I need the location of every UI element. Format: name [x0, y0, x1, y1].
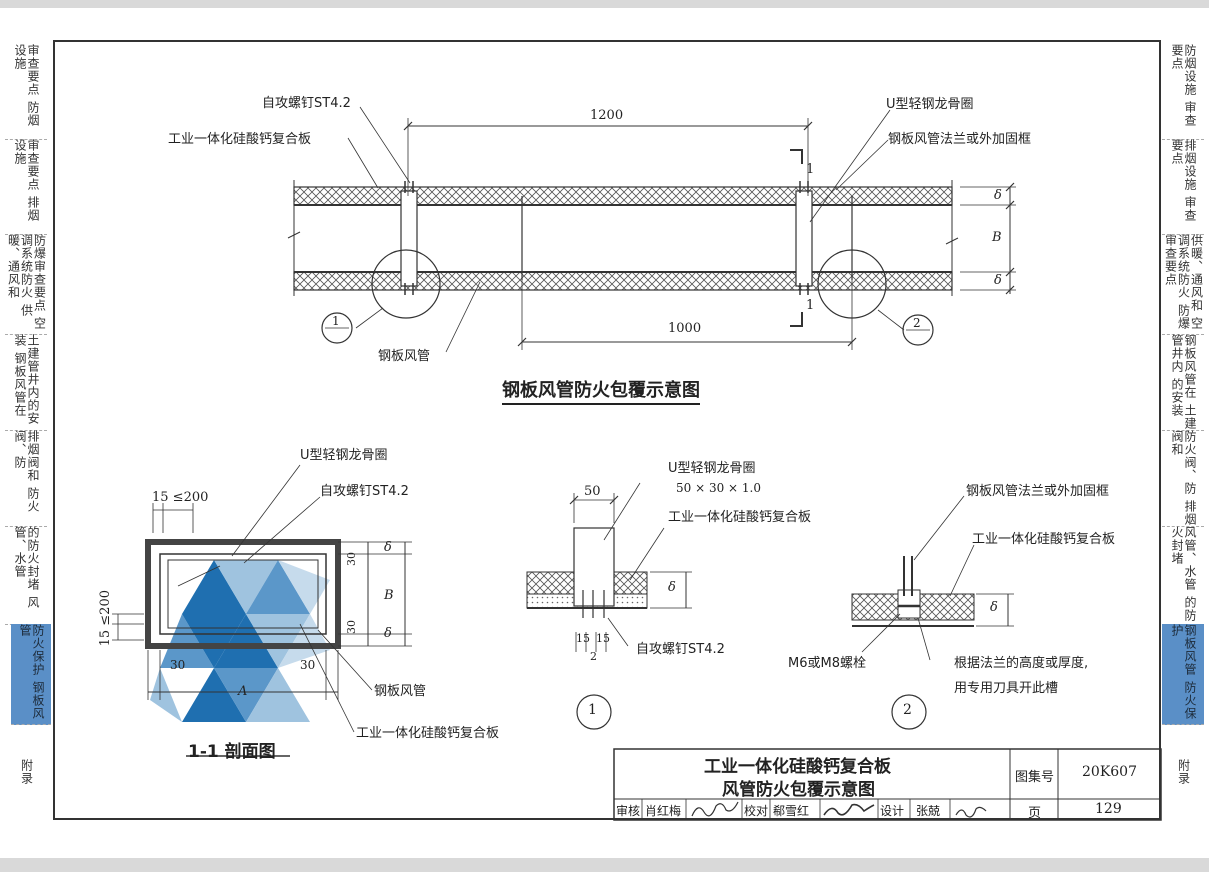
- detail-1: [526, 482, 692, 730]
- section-label-duct: 钢板风管: [374, 684, 427, 699]
- tab-left-smoke-exhaust[interactable]: 审查要点 排烟设施: [5, 139, 47, 235]
- section-mark-bottom: 1: [806, 298, 815, 313]
- tab-label: 防烟设施 审查要点: [1170, 44, 1197, 127]
- tab-right-dampers[interactable]: 防火阀、防 排烟阀和: [1162, 430, 1204, 527]
- tab-left-shaft[interactable]: 土建管井内的安装 钢板风管在: [5, 334, 47, 431]
- title-line-2: 风管防火包覆示意图: [722, 780, 875, 800]
- tab-label: 风管、水管 的防火封堵: [1170, 526, 1197, 622]
- tab-left-fire-protection[interactable]: 防火保护 钢板风管: [11, 624, 51, 725]
- dim-1000: 1000: [668, 321, 702, 336]
- d2-note-line1: 根据法兰的高度或厚度,: [954, 656, 1089, 671]
- tab-right-smoke-exhaust[interactable]: 排烟设施 审查要点: [1162, 139, 1204, 235]
- atlas-label: 图集号: [1015, 770, 1055, 785]
- tab-right-smoke-prevention[interactable]: 防烟设施 审查要点: [1162, 44, 1204, 140]
- tab-left-appendix[interactable]: 附录: [5, 724, 47, 820]
- reviewer-name: 肖红梅: [645, 804, 682, 818]
- designer-name: 张兢: [916, 804, 941, 818]
- d1-dim-delta: δ: [668, 580, 676, 595]
- dim-B: B: [992, 230, 1002, 245]
- review-label: 审核: [616, 804, 641, 818]
- tab-left-hvac[interactable]: 防爆审查要点 空调系统防火 供暖、通风和: [5, 234, 47, 335]
- top-view-duct: [287, 106, 1016, 353]
- d2-label-flange: 钢板风管法兰或外加固框: [966, 484, 1110, 499]
- design-label: 设计: [880, 804, 905, 818]
- d2-label-bolt: M6或M8螺栓: [788, 656, 866, 671]
- tab-label: 土建管井内的安装 钢板风管在: [13, 334, 40, 425]
- tab-left-smoke-prevention[interactable]: 审查要点 防烟设施: [5, 44, 47, 140]
- title-block-grid: [613, 748, 1162, 821]
- dim-30-right-top: 30: [345, 552, 358, 566]
- dim-delta-top: δ: [994, 188, 1002, 203]
- dim-30-bottom-right: 30: [300, 658, 316, 672]
- dim-30-bottom-left: 30: [170, 658, 186, 672]
- d1-dim-2: 2: [590, 650, 597, 663]
- section-dim-B: B: [384, 588, 394, 603]
- section-dim-delta-bottom: δ: [384, 626, 392, 641]
- dim-left-spacing: 15 ≤200: [98, 590, 113, 647]
- atlas-number: 20K607: [1082, 764, 1137, 780]
- tab-label: 钢板风管在 土建管井内 的安装: [1170, 334, 1197, 430]
- callout-2-label: 2: [913, 316, 921, 330]
- section-label-board: 工业一体化硅酸钙复合板: [356, 726, 500, 741]
- section-dim-A: A: [238, 684, 248, 699]
- tab-label: 防火阀、防 排烟阀和: [1170, 430, 1197, 526]
- d2-label-board: 工业一体化硅酸钙复合板: [972, 532, 1116, 547]
- label-ukeel: U型轻钢龙骨圈: [886, 97, 974, 112]
- d1-number: 1: [588, 702, 597, 718]
- d2-dim-delta: δ: [990, 600, 998, 615]
- tab-label: 钢板风管 防火保护: [1170, 624, 1197, 720]
- d1-keel-size: 50 × 30 × 1.0: [676, 481, 761, 495]
- check-label: 校对: [744, 804, 769, 818]
- dim-delta-bottom: δ: [994, 273, 1002, 288]
- drawing-frame: [53, 40, 1161, 820]
- d2-note-line2: 用专用刀具开此槽: [954, 681, 1059, 696]
- tab-right-shaft[interactable]: 钢板风管在 土建管井内 的安装: [1162, 334, 1204, 431]
- tab-label: 排烟设施 审查要点: [1170, 139, 1197, 222]
- d2-number: 2: [903, 702, 912, 718]
- tab-label: 的防火封堵 风管、水管: [13, 526, 40, 609]
- label-board: 工业一体化硅酸钙复合板: [168, 132, 312, 147]
- tab-label: 排烟阀和 防火阀、防: [13, 430, 40, 513]
- detail-2: [851, 495, 1014, 730]
- section-dim-delta-top: δ: [384, 540, 392, 555]
- page-number: 129: [1095, 801, 1122, 817]
- tab-right-hvac[interactable]: 供暖、通风和 空调系统防火 防爆审查要点: [1162, 234, 1204, 335]
- label-flange: 钢板风管法兰或外加固框: [888, 132, 1032, 147]
- tab-left-dampers[interactable]: 排烟阀和 防火阀、防: [5, 430, 47, 527]
- tab-right-appendix[interactable]: 附录: [1162, 724, 1204, 820]
- section-mark-top: 1: [806, 162, 815, 177]
- label-screw: 自攻螺钉ST4.2: [262, 96, 351, 111]
- section-label-screw: 自攻螺钉ST4.2: [320, 484, 409, 499]
- tab-label: 附录: [19, 759, 34, 785]
- dim-top-spacing: 15 ≤200: [152, 490, 209, 505]
- tab-right-fire-protection[interactable]: 钢板风管 防火保护: [1162, 624, 1204, 725]
- tab-label: 附录: [1176, 759, 1191, 785]
- section-label-ukeel: U型轻钢龙骨圈: [300, 448, 388, 463]
- checker-name: 郗雪红: [773, 804, 810, 818]
- d1-label-screw: 自攻螺钉ST4.2: [636, 642, 725, 657]
- tab-label: 防火保护 钢板风管: [18, 624, 45, 720]
- d1-dim-50: 50: [584, 484, 601, 499]
- page-label: 页: [1028, 806, 1042, 821]
- d1-dim-15b: 15: [596, 632, 610, 645]
- title-line-1: 工业一体化硅酸钙复合板: [704, 757, 891, 777]
- tab-label: 供暖、通风和 空调系统防火 防爆审查要点: [1163, 234, 1204, 330]
- label-duct: 钢板风管: [378, 349, 431, 364]
- dim-30-right-bottom: 30: [345, 620, 358, 634]
- d1-label-ukeel: U型轻钢龙骨圈: [668, 461, 756, 476]
- tab-label: 审查要点 排烟设施: [13, 139, 40, 222]
- top-view-title: 钢板风管防火包覆示意图: [502, 376, 700, 405]
- dim-1200: 1200: [590, 108, 624, 123]
- d1-dim-15a: 15: [576, 632, 590, 645]
- tab-label: 审查要点 防烟设施: [13, 44, 40, 127]
- tab-label: 防爆审查要点 空调系统防火 供暖、通风和: [6, 234, 47, 330]
- section-title: 1-1 剖面图: [188, 742, 276, 762]
- callout-1-label: 1: [332, 314, 340, 328]
- tab-right-sealing[interactable]: 风管、水管 的防火封堵: [1162, 526, 1204, 625]
- section-view: [112, 464, 412, 757]
- d1-label-board: 工业一体化硅酸钙复合板: [668, 510, 812, 525]
